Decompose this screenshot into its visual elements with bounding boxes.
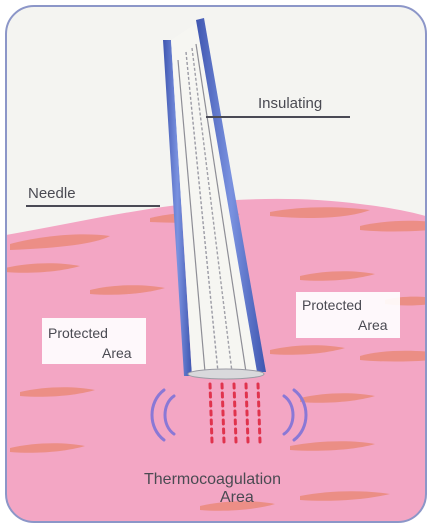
label-protected-right-line2: Area	[358, 317, 388, 333]
label-thermocoagulation-line2: Area	[220, 489, 254, 506]
label-insulating: Insulating	[258, 95, 322, 112]
label-thermocoagulation-line1: Thermocoagulation	[144, 471, 281, 488]
label-protected-left-line1: Protected	[48, 325, 108, 341]
label-protected-right-line1: Protected	[302, 297, 362, 313]
label-protected-left-line2: Area	[102, 345, 132, 361]
label-needle: Needle	[28, 185, 76, 202]
needle-tip	[188, 369, 264, 379]
